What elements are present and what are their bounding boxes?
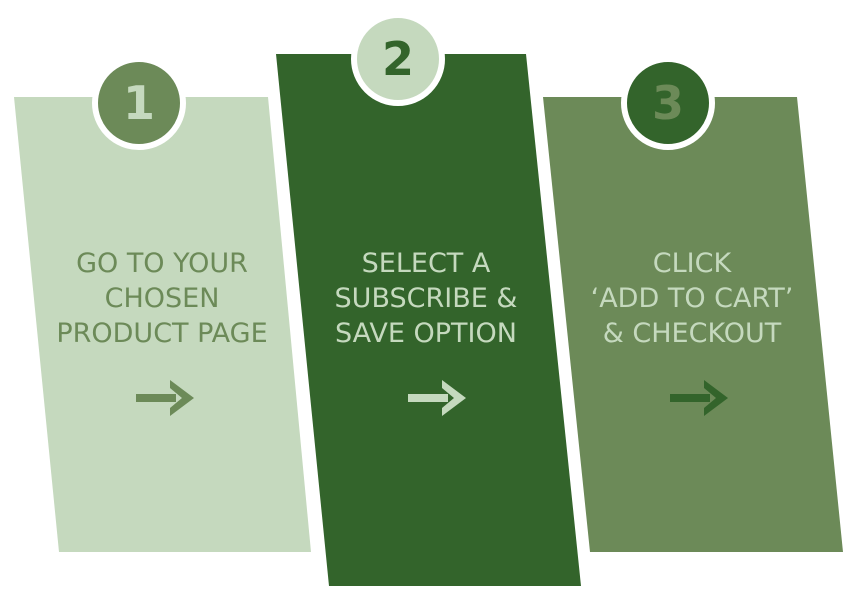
step-3-number-badge: 3 [621,56,715,150]
step-1-label-line: PRODUCT PAGE [56,318,268,349]
arrow-right-icon [670,380,728,416]
step-2-label: SELECT A SUBSCRIBE & SAVE OPTION [304,246,548,351]
step-1-label-line: CHOSEN [104,283,220,314]
step-3-label-line: CLICK [652,248,732,279]
step-3-label-line: & CHECKOUT [602,318,782,349]
step-1-label: GO TO YOUR CHOSEN PRODUCT PAGE [40,246,284,351]
step-3-label-line: ‘ADD TO CART’ [590,283,794,314]
step-2-label-line: SUBSCRIBE & [334,283,518,314]
arrow-right-icon [408,380,466,416]
step-3-label: CLICK ‘ADD TO CART’ & CHECKOUT [570,246,814,351]
step-1-label-line: GO TO YOUR [76,248,248,279]
step-1-number: 1 [122,76,155,130]
step-3-number: 3 [651,76,684,130]
step-2-label-line: SELECT A [361,248,491,279]
step-2-label-line: SAVE OPTION [335,318,517,349]
arrow-right-icon [136,380,194,416]
step-2-number: 2 [381,32,414,86]
step-1-number-badge: 1 [92,56,186,150]
step-2-number-badge: 2 [351,12,445,106]
